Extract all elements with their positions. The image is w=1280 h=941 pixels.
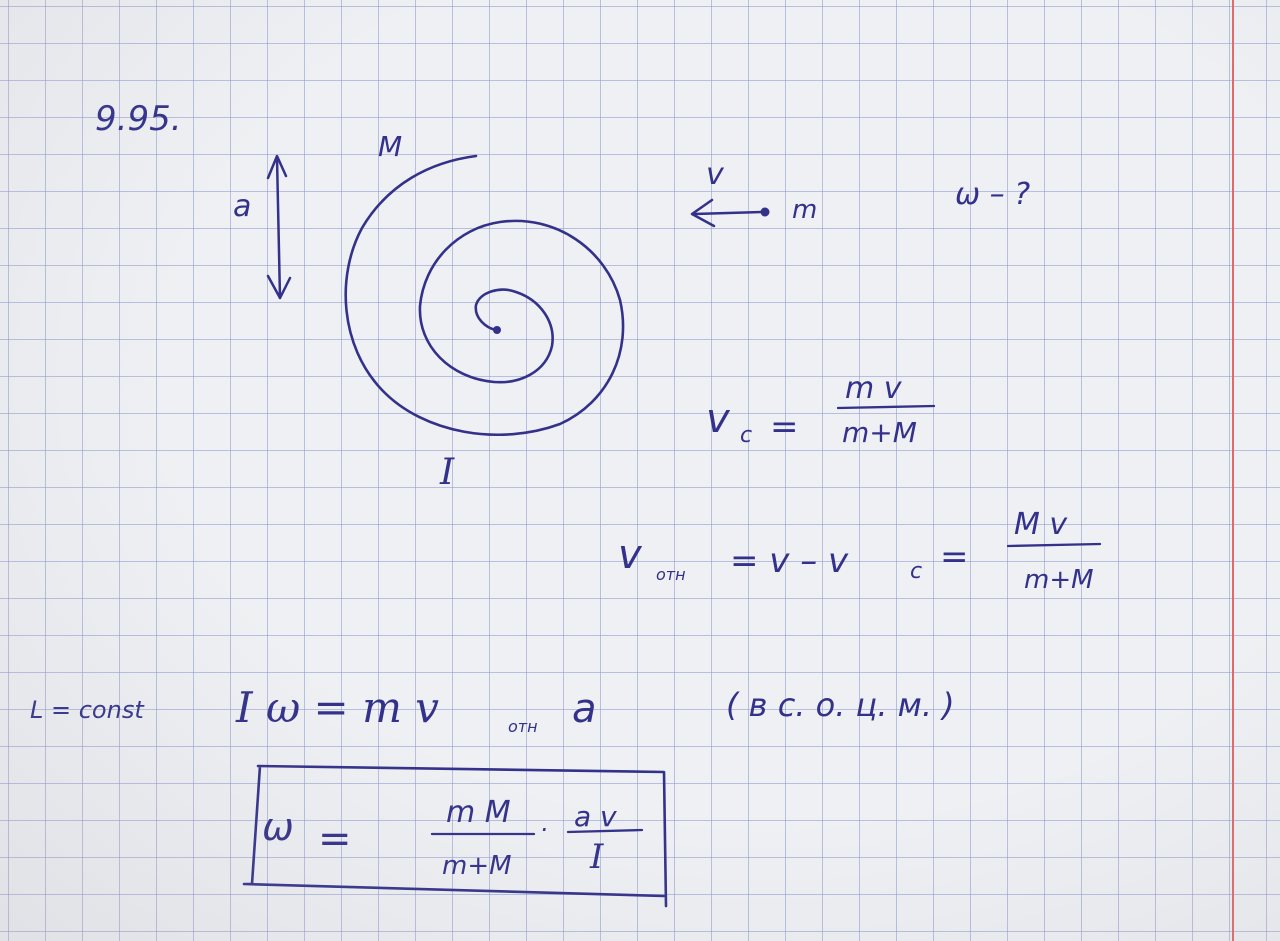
conservation-law: L = const [30, 696, 145, 724]
distance-label: a [233, 189, 251, 224]
vc-denominator: m+M [842, 416, 917, 449]
vrel-subscript: отн [656, 565, 686, 584]
mass-m-dot [760, 207, 770, 217]
mass-m-label: m [792, 195, 817, 225]
mass-M-label: M [378, 130, 402, 163]
answer-equals: = [318, 816, 352, 862]
vc-numerator: m v [845, 371, 903, 406]
distance-double-arrow [266, 154, 292, 300]
answer-frac1-denominator: m+M [442, 851, 512, 881]
vc-subscript: c [740, 423, 752, 448]
momentum-equation-right: a [572, 686, 597, 732]
vrel-middle: = v – v [730, 541, 849, 581]
vc-lhs: v [706, 396, 731, 442]
vrel-lhs: v [618, 532, 643, 578]
spiral-center-dot [493, 326, 501, 334]
vc-equals: = [770, 407, 799, 447]
vrel-denominator: m+M [1024, 565, 1094, 595]
velocity-label: v [706, 157, 725, 192]
answer-dot: · [540, 816, 548, 844]
answer-omega: ω [262, 805, 294, 849]
problem-number: 9.95. [95, 99, 182, 139]
answer-box [242, 764, 668, 908]
inertia-label: I [439, 452, 455, 493]
vrel-equals: = [940, 537, 969, 577]
vrel-subscript-c: c [910, 559, 922, 584]
momentum-subscript: отн [508, 717, 538, 736]
answer-frac2-bar [566, 828, 644, 834]
momentum-equation-left: I ω = m v [235, 683, 439, 732]
frame-note: ( в с. о. ц. м. ) [726, 686, 955, 724]
unknown-omega: ω – ? [955, 177, 1030, 212]
red-margin-line [1232, 0, 1234, 941]
spiral-spring [344, 154, 625, 437]
vrel-numerator: M v [1014, 507, 1068, 542]
answer-frac2-denominator: I [589, 837, 604, 877]
answer-frac2-numerator: a v [574, 800, 617, 833]
velocity-arrow [690, 198, 764, 228]
answer-frac1-numerator: m M [446, 795, 511, 830]
vrel-fraction-bar [1006, 542, 1102, 548]
vc-fraction-bar [836, 404, 936, 410]
